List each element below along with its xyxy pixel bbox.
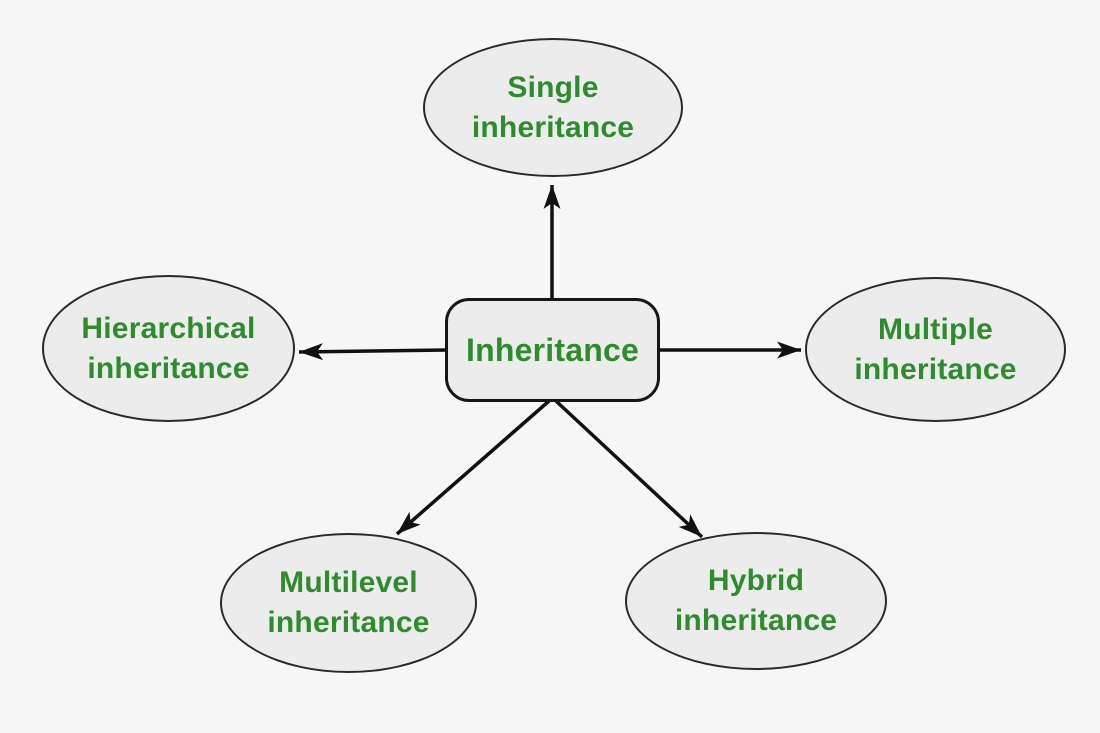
- node-inheritance-center-label: Inheritance: [466, 331, 639, 368]
- node-inheritance-center: Inheritance: [445, 298, 660, 402]
- node-hierarchical-inheritance: Hierarchical inheritance: [42, 275, 295, 422]
- node-multilevel-inheritance: Multilevel inheritance: [220, 533, 477, 673]
- node-multilevel-inheritance-label: Multilevel inheritance: [267, 566, 430, 639]
- node-hybrid-inheritance-label: Hybrid inheritance: [674, 564, 838, 637]
- arrow-center-to-hybrid: [554, 399, 704, 539]
- node-hierarchical-inheritance-label: Hierarchical inheritance: [81, 311, 256, 385]
- node-multiple-inheritance: Multiple inheritance: [805, 277, 1066, 422]
- node-single-inheritance-label: Single inheritance: [471, 70, 635, 144]
- node-multiple-inheritance-label: Multiple inheritance: [854, 312, 1017, 386]
- arrow-center-to-hierarchical: [298, 343, 448, 361]
- arrow-center-to-multilevel: [395, 399, 551, 536]
- node-hybrid-inheritance: Hybrid inheritance: [625, 532, 887, 670]
- node-single-inheritance: Single inheritance: [423, 38, 683, 177]
